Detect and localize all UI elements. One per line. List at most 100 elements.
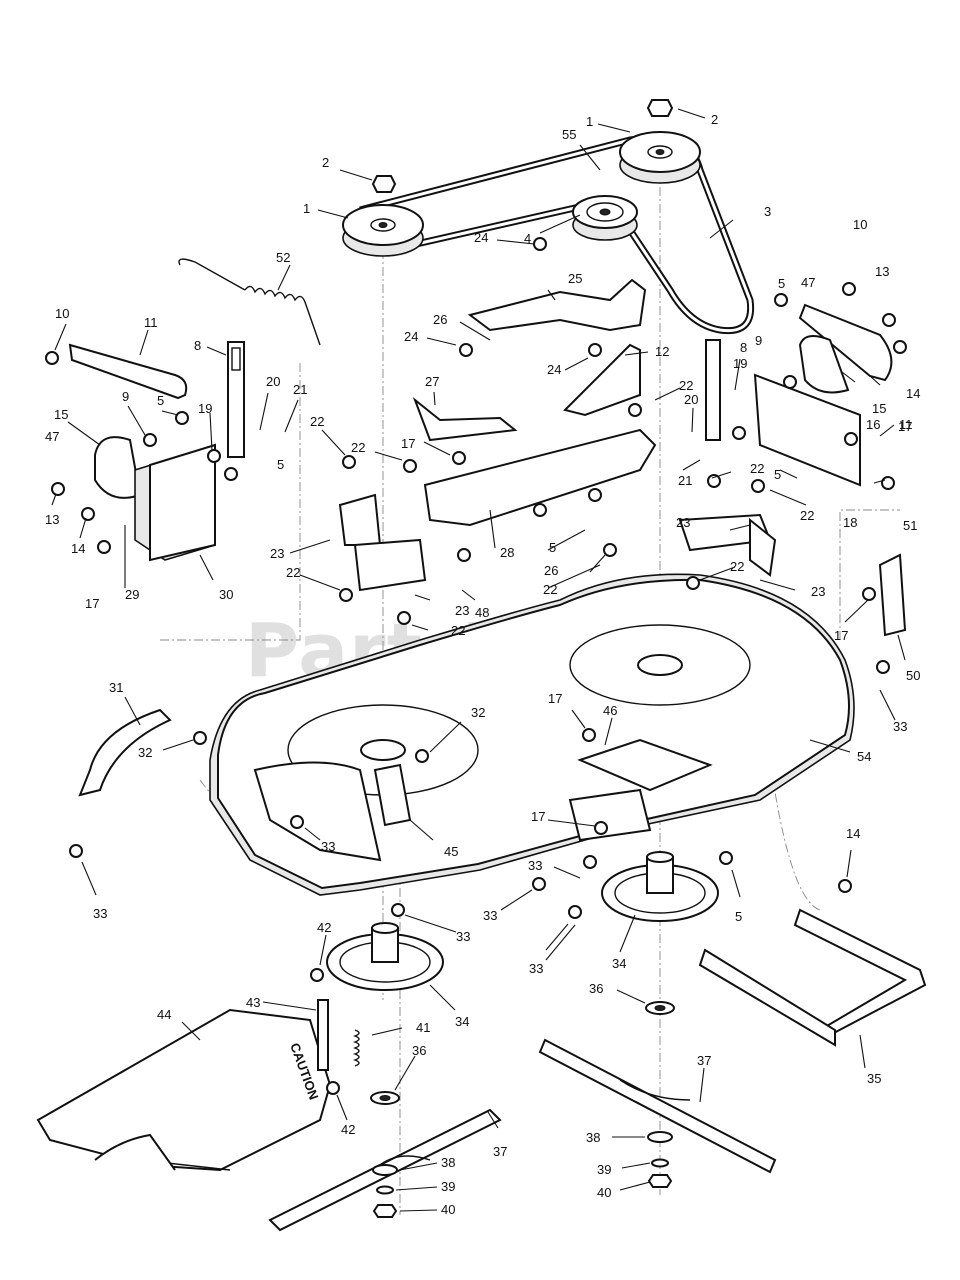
callout-22: 22 <box>679 378 693 393</box>
nut-40-left <box>372 1204 398 1218</box>
left-pulley <box>342 204 424 257</box>
washer-38-left <box>372 1164 398 1176</box>
right-blade-37 <box>538 1038 777 1174</box>
callout-1: 1 <box>586 114 593 129</box>
left-adjust-plate-8 <box>227 341 245 458</box>
bracket-50 <box>878 553 907 637</box>
washer-38-right <box>647 1131 673 1143</box>
discharge-opening <box>253 761 382 862</box>
idler-pulley <box>572 195 638 241</box>
callout-33: 33 <box>528 858 542 873</box>
callout-23: 23 <box>455 603 469 618</box>
callout-1: 1 <box>303 201 310 216</box>
bracket-12 <box>563 343 641 417</box>
callout-22: 22 <box>730 559 744 574</box>
callout-38: 38 <box>441 1155 455 1170</box>
bracket-31 <box>78 708 172 797</box>
callout-33: 33 <box>456 929 470 944</box>
leader-lines <box>51 108 906 1212</box>
bearing-36-left <box>370 1091 400 1105</box>
washer-39-right <box>651 1158 669 1168</box>
callout-4: 4 <box>524 231 531 246</box>
right-spindle-34 <box>601 851 719 922</box>
nut-40-right <box>647 1174 673 1188</box>
callout-16: 16 <box>866 417 880 432</box>
callout-37: 37 <box>493 1144 507 1159</box>
callout-22: 22 <box>310 414 324 429</box>
bracket-27 <box>412 396 518 442</box>
callout-48: 48 <box>475 605 489 620</box>
chute-pin-43 <box>317 999 329 1071</box>
callout-2: 2 <box>711 112 718 127</box>
right-bracket-18 <box>753 373 861 487</box>
callout-42: 42 <box>341 1122 355 1137</box>
callout-50: 50 <box>906 668 920 683</box>
callout-31: 31 <box>109 680 123 695</box>
right-plate-15 <box>798 335 850 394</box>
anti-scalp-bar-35 <box>698 908 927 1047</box>
callout-36: 36 <box>589 981 603 996</box>
callout-numbers: 1 2 2 1 55 3 4 52 24 25 10 13 47 5 9 8 1… <box>45 112 920 1217</box>
callout-3: 3 <box>764 204 771 219</box>
callout-39: 39 <box>441 1179 455 1194</box>
callout-40: 40 <box>441 1202 455 1217</box>
callout-30: 30 <box>219 587 233 602</box>
baffle-left-23 <box>338 493 427 592</box>
callout-5: 5 <box>157 393 164 408</box>
callout-15: 15 <box>54 407 68 422</box>
callout-26: 26 <box>544 563 558 578</box>
callout-47: 47 <box>801 275 815 290</box>
callout-9: 9 <box>755 333 762 348</box>
callout-22: 22 <box>750 461 764 476</box>
callout-38: 38 <box>586 1130 600 1145</box>
callout-21: 21 <box>293 382 307 397</box>
small-fasteners <box>45 237 907 1095</box>
callout-46: 46 <box>603 703 617 718</box>
callout-24: 24 <box>404 329 418 344</box>
callout-22: 22 <box>351 440 365 455</box>
callout-12: 12 <box>655 344 669 359</box>
callout-55: 55 <box>562 127 576 142</box>
callout-54: 54 <box>857 749 871 764</box>
callout-14: 14 <box>846 826 860 841</box>
callout-13: 13 <box>875 264 889 279</box>
callout-22: 22 <box>543 582 557 597</box>
spring-52 <box>178 258 321 346</box>
callout-22: 22 <box>451 623 465 638</box>
callout-27: 27 <box>425 374 439 389</box>
callout-24: 24 <box>474 230 488 245</box>
callout-32: 32 <box>471 705 485 720</box>
callout-33: 33 <box>483 908 497 923</box>
left-idler-arm-11 <box>68 343 188 400</box>
callout-25: 25 <box>568 271 582 286</box>
callout-44: 44 <box>157 1007 171 1022</box>
callout-19: 19 <box>198 401 212 416</box>
callout-5: 5 <box>778 276 785 291</box>
callout-5: 5 <box>774 467 781 482</box>
callout-17: 17 <box>531 809 545 824</box>
right-pulley <box>619 131 701 184</box>
baffle-right-23 <box>678 513 777 577</box>
mower-deck-housing <box>209 573 855 896</box>
callout-13: 13 <box>45 512 59 527</box>
callout-10: 10 <box>853 217 867 232</box>
right-adjust-plate-8 <box>705 339 721 441</box>
callout-40: 40 <box>597 1185 611 1200</box>
callout-41: 41 <box>416 1020 430 1035</box>
callout-34: 34 <box>455 1014 469 1029</box>
callout-35: 35 <box>867 1071 881 1086</box>
washer-39-left <box>376 1185 394 1195</box>
callout-17: 17 <box>898 419 912 434</box>
bearing-36-right <box>645 1001 675 1015</box>
spring-41 <box>353 1029 360 1067</box>
callout-32: 32 <box>138 745 152 760</box>
callout-17: 17 <box>401 436 415 451</box>
callout-39: 39 <box>597 1162 611 1177</box>
callout-5: 5 <box>277 457 284 472</box>
callout-14: 14 <box>906 386 920 401</box>
callout-11: 11 <box>899 417 913 432</box>
callout-9: 9 <box>122 389 129 404</box>
callout-5: 5 <box>549 540 556 555</box>
callout-37: 37 <box>697 1053 711 1068</box>
